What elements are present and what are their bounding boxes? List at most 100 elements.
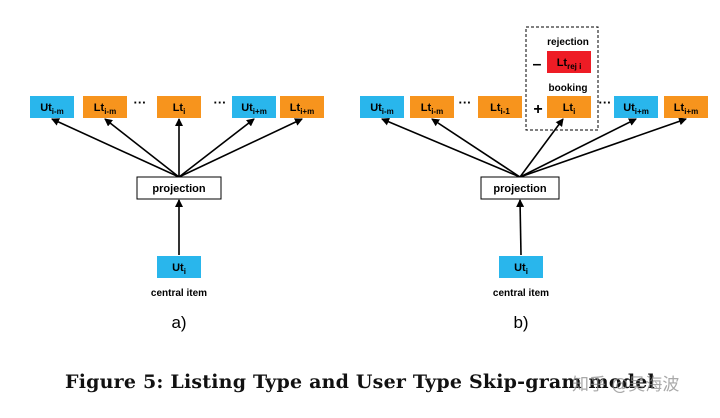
diagram_b-central-item-base: Ut	[514, 262, 526, 274]
diagram_a-central-item: Uti	[157, 256, 201, 278]
diagram_a-node-user-5: Uti+m	[232, 96, 276, 118]
diagram_b-arrow-booking	[519, 118, 564, 178]
diagram_a-node-user-0: Uti-m	[30, 96, 74, 118]
diagram_b-node-user-0-rect	[360, 96, 404, 118]
diagram_a-node-user-5-label: Uti+m	[241, 102, 267, 116]
diagram_a-dots-4: ···	[214, 95, 227, 110]
diagram_b-node-listing-3-base: Lt	[490, 102, 501, 114]
diagram_b-node-listing-6: Lti+m	[664, 96, 708, 118]
diagram_a-panel-label: a)	[171, 313, 186, 332]
diagram_a-central-item-rect	[157, 256, 201, 278]
diagram_b-arrow-central	[516, 199, 525, 256]
diagram_b-plus-sign: +	[533, 101, 542, 118]
diagram_b-projection-rect	[480, 176, 560, 200]
diagram_b-dashed-group	[525, 26, 599, 131]
diagram_a-node-user-5-sub: i+m	[253, 107, 267, 116]
diagram_a-node-user-0-base: Ut	[40, 102, 52, 114]
diagram_b-node-listing-3-rect	[478, 96, 522, 118]
diagram_b-booking-node-sub: i	[573, 107, 575, 116]
diagram_a-central-item-base: Ut	[172, 262, 184, 274]
diagram_b-booking-node: Lti	[547, 96, 591, 118]
diagram_a-central-label: central item	[151, 288, 207, 299]
diagram_b-arrow-0	[381, 118, 521, 178]
diagram_a-projection-rect	[136, 176, 222, 200]
diagram_b-dots-2: ···	[459, 95, 472, 110]
diagram_b-rejection-node-label: Ltrej i	[557, 57, 582, 71]
diagram_b-node-listing-3-sub: i-1	[501, 107, 511, 116]
diagram_a-arrow-6	[178, 118, 303, 178]
diagram_b-central-item-sub: i	[526, 267, 528, 276]
diagram_b-node-listing-1-label: Lti-m	[421, 102, 443, 116]
diagram_a-dots-2: ···	[134, 95, 147, 110]
diagram_a-node-listing-1-rect	[83, 96, 127, 118]
diagram_a-node-listing-6-base: Lt	[290, 102, 301, 114]
diagram_b-node-user-5: Uti+m	[614, 96, 658, 118]
diagram_b-node-user-0-sub: i-m	[382, 107, 394, 116]
diagram_b-dots-4: ···	[599, 95, 612, 110]
diagram_a-node-listing-3-base: Lt	[173, 102, 184, 114]
diagram_b-node-listing-6-rect	[664, 96, 708, 118]
diagram_b-node-listing-3-label: Lti-1	[490, 102, 510, 116]
diagram_b-minus-sign: –	[533, 56, 542, 73]
diagram_a-node-user-0-sub: i-m	[52, 107, 64, 116]
diagram_a-node-listing-3-label: Lti	[173, 102, 186, 116]
diagram_a-node-listing-6: Lti+m	[280, 96, 324, 118]
diagram_b-node-listing-6-base: Lt	[674, 102, 685, 114]
diagram_a-projection-label: projection	[152, 183, 205, 195]
diagram_b-node-user-5-label: Uti+m	[623, 102, 649, 116]
diagram_b-node-user-5-rect	[614, 96, 658, 118]
diagram_b-arrow-6	[519, 117, 687, 178]
diagram_b-rejection-node: Ltrej i	[547, 51, 591, 73]
diagram_b-node-listing-6-sub: i+m	[684, 107, 698, 116]
diagram_b-node-user-0-label: Uti-m	[370, 102, 394, 116]
diagram_b-node-user-5-base: Ut	[623, 102, 635, 114]
diagram_b-central-item-rect	[499, 256, 543, 278]
diagram_a-node-user-5-rect	[232, 96, 276, 118]
diagram_b-arrow-1	[431, 118, 521, 178]
diagram_a-projection-box: projection	[136, 176, 222, 200]
diagram_a-node-listing-1: Lti-m	[83, 96, 127, 118]
diagram_a-node-listing-1-label: Lti-m	[94, 102, 116, 116]
diagram_b-projection-label: projection	[493, 183, 546, 195]
diagram_b-node-listing-1-rect	[410, 96, 454, 118]
diagram_a-node-listing-6-rect	[280, 96, 324, 118]
diagram_a-arrow-0	[51, 118, 180, 178]
diagram_b-booking-node-base: Lt	[563, 102, 574, 114]
diagram_b-node-listing-1: Lti-m	[410, 96, 454, 118]
diagram_b-booking-node-rect	[547, 96, 591, 118]
diagram_a-node-listing-3: Lti	[157, 96, 201, 118]
diagram_b-rejection-node-sub: rej i	[567, 62, 581, 71]
diagram_a-node-user-0-label: Uti-m	[40, 102, 64, 116]
diagram_b-central-item-label: Uti	[514, 262, 528, 276]
diagram_b-node-user-0: Uti-m	[360, 96, 404, 118]
diagram_b-node-listing-3: Lti-1	[478, 96, 522, 118]
diagram_b-node-listing-1-base: Lt	[421, 102, 432, 114]
diagram_a-node-user-5-base: Ut	[241, 102, 253, 114]
diagram_b-node-listing-1-sub: i-m	[431, 107, 443, 116]
diagram_b-rejection-node-rect	[547, 51, 591, 73]
diagram_b-node-listing-6-label: Lti+m	[674, 102, 698, 116]
diagram_b-projection-box: projection	[480, 176, 560, 200]
diagram_b-node-user-5-sub: i+m	[635, 107, 649, 116]
diagram_b-central-label: central item	[493, 288, 549, 299]
diagram_b-rejection-node-base: Lt	[557, 57, 568, 69]
diagram_a-central-item-label: Uti	[172, 262, 186, 276]
diagram_b-booking-label: booking	[549, 83, 588, 94]
diagram_b-booking-node-label: Lti	[563, 102, 576, 116]
diagram_a-node-listing-1-base: Lt	[94, 102, 105, 114]
diagram_b-arrow-5	[519, 118, 637, 178]
diagram_b-node-user-0-base: Ut	[370, 102, 382, 114]
diagram_a-node-user-0-rect	[30, 96, 74, 118]
diagram_b-panel-label: b)	[513, 313, 528, 332]
diagram_a-node-listing-6-label: Lti+m	[290, 102, 314, 116]
diagram_a-node-listing-3-sub: i	[183, 107, 185, 116]
diagram_a-node-listing-6-sub: i+m	[300, 107, 314, 116]
diagram_a-arrow-5	[178, 118, 255, 178]
diagram_a-node-listing-1-sub: i-m	[104, 107, 116, 116]
diagram_b-central-item: Uti	[499, 256, 543, 278]
diagram_a-node-listing-3-rect	[157, 96, 201, 118]
watermark: 知乎 @吴海波	[572, 375, 680, 395]
diagram_a-central-item-sub: i	[184, 267, 186, 276]
figure-caption: Figure 5: Listing Type and User Type Ski…	[65, 371, 655, 393]
